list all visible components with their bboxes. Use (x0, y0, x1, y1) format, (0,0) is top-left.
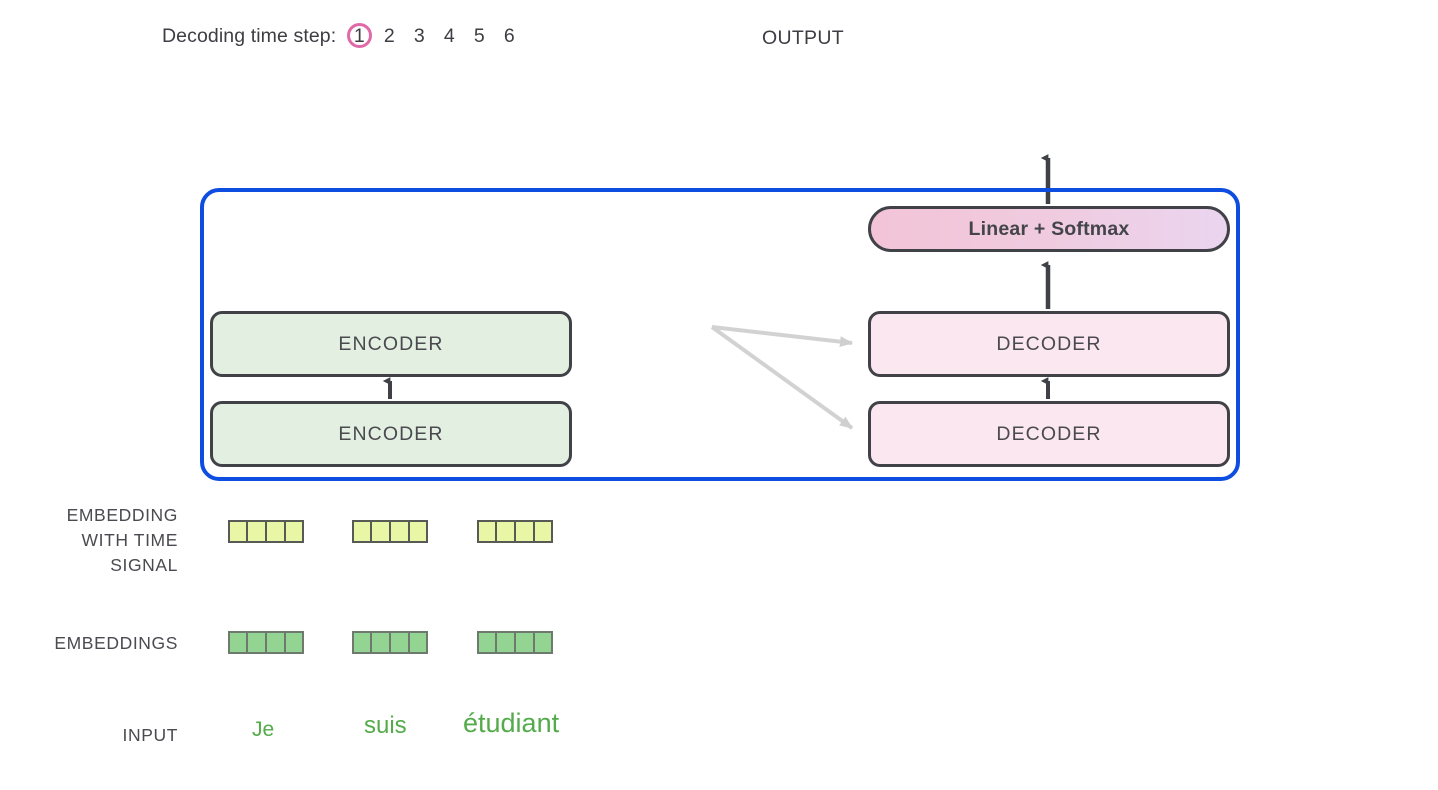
embedding-vector-group-2 (352, 631, 428, 654)
embedding-with-time-line-2: WITH TIME (81, 530, 178, 550)
decoding-time-step-label: Decoding time step: (162, 24, 337, 47)
vector-cell (266, 520, 285, 543)
vector-cell (352, 520, 371, 543)
vector-cell (285, 631, 304, 654)
vector-cell (352, 631, 371, 654)
embedding-vector-group-1 (228, 631, 304, 654)
vector-cell (266, 631, 285, 654)
input-word-etudiant: étudiant (463, 708, 560, 738)
linear-softmax-block[interactable]: Linear + Softmax (868, 206, 1230, 252)
vector-cell (515, 631, 534, 654)
input-word-suis: suis (364, 712, 407, 739)
decoding-step-5[interactable]: 5 (473, 25, 485, 47)
vector-cell (496, 520, 515, 543)
embeddings-label: EMBEDDINGS (54, 633, 178, 653)
embedding-with-time-line-3: SIGNAL (110, 555, 178, 575)
vector-cell (390, 631, 409, 654)
vector-cell (477, 631, 496, 654)
output-label: OUTPUT (762, 27, 844, 49)
decoding-step-4[interactable]: 4 (443, 25, 455, 47)
vector-cell (477, 520, 496, 543)
vector-cell (534, 520, 553, 543)
vector-cell (515, 520, 534, 543)
input-word-je: Je (252, 718, 275, 741)
vector-cell (534, 631, 553, 654)
decoding-step-3[interactable]: 3 (413, 25, 425, 47)
decoding-step-list: 1 2 3 4 5 6 (344, 21, 524, 51)
decoder-block-bottom[interactable]: DECODER (868, 401, 1230, 467)
input-label: INPUT (122, 725, 178, 745)
time-signal-vector-group-1 (228, 520, 304, 543)
decoding-step-1[interactable]: 1 (344, 21, 374, 51)
decoding-time-step-bar: Decoding time step: 1 2 3 4 5 6 (162, 21, 524, 51)
transformer-model-container (200, 188, 1240, 481)
embedding-with-time-line-1: EMBEDDING (66, 505, 178, 525)
time-signal-vector-group-3 (477, 520, 553, 543)
vector-cell (390, 520, 409, 543)
vector-cell (371, 520, 390, 543)
embedding-with-time-signal-label: EMBEDDING WITH TIME SIGNAL (0, 503, 178, 578)
vector-cell (409, 520, 428, 543)
encoder-block-bottom[interactable]: ENCODER (210, 401, 572, 467)
vector-cell (496, 631, 515, 654)
decoding-step-6[interactable]: 6 (503, 25, 515, 47)
decoding-step-2[interactable]: 2 (383, 25, 395, 47)
embedding-vector-group-3 (477, 631, 553, 654)
vector-cell (247, 520, 266, 543)
decoder-block-top[interactable]: DECODER (868, 311, 1230, 377)
vector-cell (247, 631, 266, 654)
vector-cell (228, 631, 247, 654)
vector-cell (409, 631, 428, 654)
vector-cell (285, 520, 304, 543)
encoder-block-top[interactable]: ENCODER (210, 311, 572, 377)
vector-cell (228, 520, 247, 543)
time-signal-vector-group-2 (352, 520, 428, 543)
vector-cell (371, 631, 390, 654)
